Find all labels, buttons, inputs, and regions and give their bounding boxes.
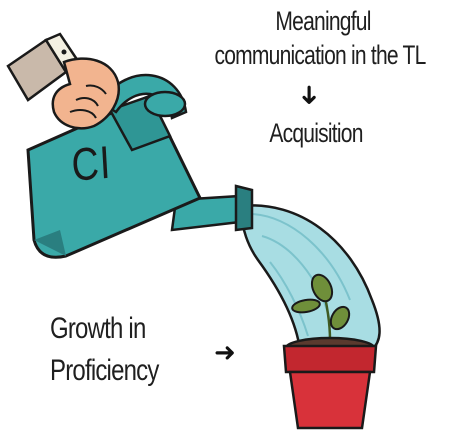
water-stream-icon: [238, 204, 381, 352]
arrow-down-icon: ➜: [293, 84, 324, 106]
can-label: CI: [70, 135, 113, 191]
growth-line-2: Proficiency: [50, 354, 159, 387]
growth-line-1: Growth in: [50, 312, 146, 345]
hand-icon: [6, 32, 121, 130]
plant-icon: [291, 273, 351, 341]
caption-line-1: Meaningful: [275, 6, 371, 36]
caption-line-2: communication in the TL: [214, 40, 426, 70]
watering-can-icon: [26, 73, 254, 259]
pot-icon: [282, 336, 378, 430]
arrow-right-icon: ➜: [214, 338, 236, 368]
caption-line-3: Acquisition: [269, 118, 363, 148]
